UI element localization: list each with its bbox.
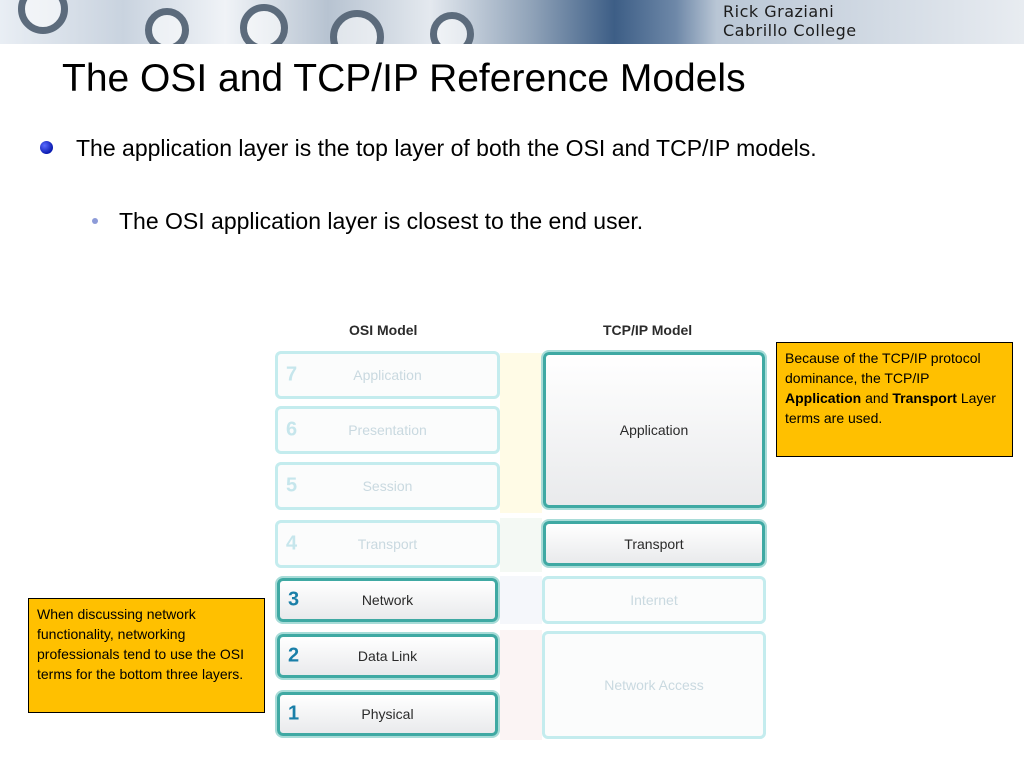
bullet-dot-icon (40, 141, 53, 154)
layer-label: Internet (630, 592, 678, 608)
background-band (500, 630, 542, 740)
author-institution: Cabrillo College (723, 21, 857, 40)
tcpip-model-heading: TCP/IP Model (603, 322, 693, 338)
layer-number: 1 (288, 702, 300, 725)
decorative-ring-icon (330, 10, 384, 44)
callout-bold-term: Application (785, 390, 862, 406)
background-band (500, 353, 542, 513)
layer-label: Network (361, 592, 414, 608)
background-band (500, 518, 542, 572)
layer-label: Physical (361, 706, 414, 722)
callout-osi-terms: When discussing network functionality, n… (28, 598, 265, 713)
tcpip-layer-internet: Internet (542, 576, 766, 624)
layer-number: 2 (288, 644, 300, 667)
decorative-ring-icon (18, 0, 68, 34)
layer-label: Application (619, 422, 689, 438)
layer-label: Session (362, 478, 413, 494)
bullet-text: The OSI application layer is closest to … (119, 208, 644, 234)
tcpip-layer-application: Application (543, 352, 765, 508)
tcpip-layer-transport: Transport (543, 521, 765, 566)
callout-text: When discussing network functionality, n… (37, 606, 245, 682)
author-credit: Rick Graziani Cabrillo College (723, 2, 857, 40)
decorative-ring-icon (145, 8, 189, 44)
tcpip-layer-network-access: Network Access (542, 631, 766, 739)
osi-layer-2: 2 Data Link (277, 634, 498, 678)
callout-bold-term: Transport (892, 390, 957, 406)
slide-title: The OSI and TCP/IP Reference Models (62, 57, 746, 100)
layer-label: Transport (624, 535, 684, 552)
callout-text: Layer terms are used. (785, 390, 996, 426)
decorative-ring-icon (240, 4, 288, 44)
background-band (500, 576, 542, 624)
header-banner: Rick Graziani Cabrillo College (0, 0, 1024, 44)
layer-label: Data Link (357, 648, 418, 664)
decorative-ring-icon (430, 12, 474, 44)
layer-label: Application (353, 367, 422, 383)
osi-layer-3: 3 Network (277, 578, 498, 622)
bullet-dot-icon (92, 218, 98, 224)
osi-layer-4: 4 Transport (275, 520, 500, 568)
layer-label: Network Access (604, 677, 704, 693)
osi-layer-5: 5 Session (275, 462, 500, 510)
osi-layer-6: 6 Presentation (275, 406, 500, 454)
layer-number: 5 (286, 474, 298, 497)
layer-number: 7 (286, 363, 298, 386)
author-name: Rick Graziani (723, 2, 835, 21)
osi-layer-1: 1 Physical (277, 692, 498, 736)
callout-tcpip-terms: Because of the TCP/IP protocol dominance… (776, 342, 1013, 457)
bullet-text: The application layer is the top layer o… (76, 135, 817, 161)
layer-number: 3 (288, 588, 300, 611)
layer-label: Transport (357, 536, 418, 552)
layer-label: Presentation (348, 422, 427, 438)
layer-number: 6 (286, 418, 298, 441)
callout-text: and (861, 390, 893, 406)
osi-layer-7: 7 Application (275, 351, 500, 399)
layer-number: 4 (286, 532, 298, 555)
callout-text: Because of the TCP/IP protocol dominance… (785, 350, 981, 386)
osi-model-heading: OSI Model (349, 322, 418, 338)
